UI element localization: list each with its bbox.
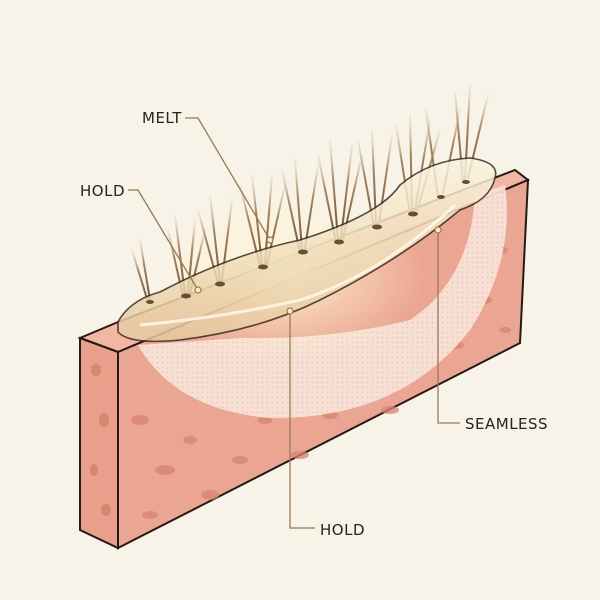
follicle-roots [146, 180, 470, 304]
gel-highlight [139, 203, 457, 327]
hair-strand-icon [131, 237, 153, 303]
label-melt: MELT [142, 109, 182, 127]
label-hold-bottom: HOLD [320, 521, 365, 539]
leader-hold-bottom [289, 311, 315, 529]
leader-seamless [437, 230, 460, 424]
adhesive-gel-layer [117, 157, 497, 343]
leader-lines [128, 117, 460, 529]
leader-hold-top [128, 189, 199, 291]
label-seamless: SEAMLESS [465, 415, 548, 433]
skin-front-pores [90, 364, 111, 516]
leader-melt [185, 117, 271, 241]
lace-mesh-texture [138, 185, 507, 419]
label-hold-top: HOLD [80, 182, 125, 200]
hair-strand-icon [281, 159, 319, 253]
leader-dots [194, 226, 442, 315]
